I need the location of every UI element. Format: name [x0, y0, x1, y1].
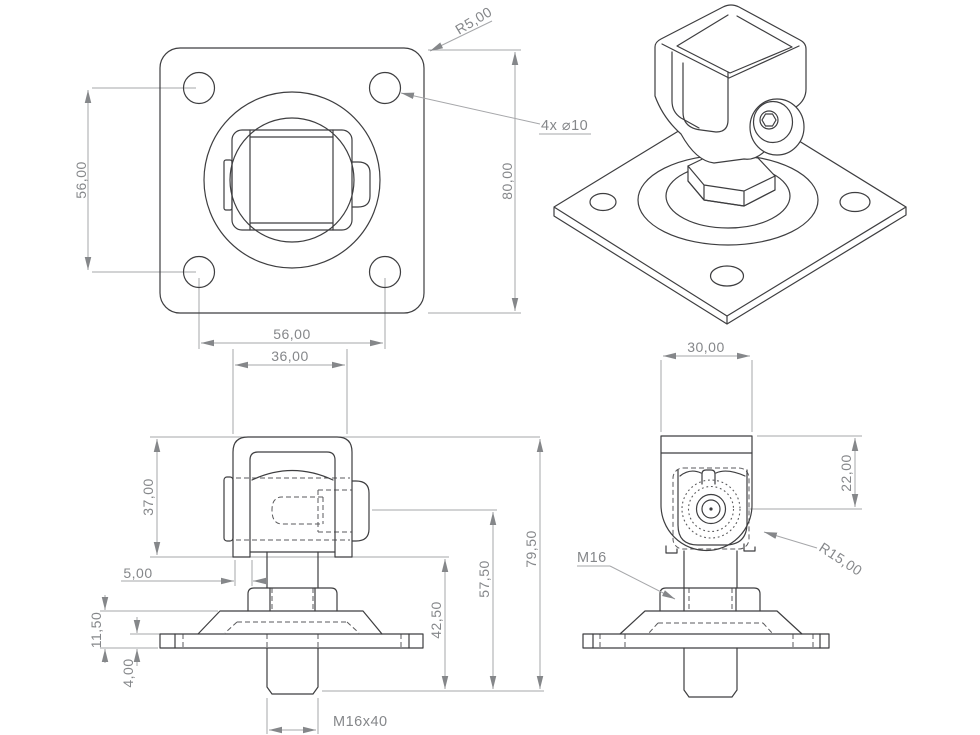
pivot-bolt-iso: [749, 98, 805, 156]
dim-bracket-height: 37,00: [140, 478, 156, 516]
dim-boss-height: 11,50: [88, 612, 104, 649]
hex-socket-hidden: [271, 496, 324, 525]
mounting-hole-iso: [839, 191, 871, 213]
mounting-hole-iso: [589, 192, 617, 212]
mounting-hole: [368, 71, 402, 105]
side-dimensions: 30,00 22,00 R15,00 M16: [577, 339, 865, 600]
side-hidden-lines: [599, 467, 814, 648]
mounting-hole: [182, 71, 216, 105]
dim-plate-to-stud-end: 42,50: [428, 601, 444, 639]
dim-shaft-thread: M16: [577, 550, 607, 566]
mounting-hole: [182, 255, 216, 289]
shaft-and-nut-side: [659, 550, 761, 612]
dim-stud-thread: M16x40: [333, 714, 388, 730]
hole-callout-leader: [400, 92, 541, 125]
bolt-flange-side: [695, 493, 727, 525]
base-plate-front: [159, 633, 424, 649]
base-plate-side: [582, 633, 830, 649]
dim-overall-height: 79,50: [523, 530, 539, 568]
boss-cone-side: [619, 610, 803, 635]
side-view: 30,00 22,00 R15,00 M16: [577, 339, 865, 698]
shaft-thread-leader: [609, 565, 676, 600]
dim-hole-callout: 4x ⌀10: [541, 118, 588, 134]
threaded-stud-side: [683, 647, 738, 698]
swivel-shaft-front: [266, 551, 319, 589]
block-top-tab-side: [701, 469, 716, 485]
dim-plate-thickness: 4,00: [120, 658, 136, 687]
dim-bracket-radius: R15,00: [816, 539, 865, 579]
bracket-radius-leader: [763, 531, 818, 549]
serrated-flange-inner: [687, 485, 735, 533]
clevis-bracket-side: [660, 435, 756, 554]
plan-dimensions: 56,00 80,00 R5,00 4x ⌀10 56,00 36,00: [73, 3, 591, 369]
bolt-head-plan: [351, 161, 371, 208]
dim-bracket-depth: 30,00: [687, 339, 725, 355]
mounting-hole-iso: [709, 265, 745, 287]
plan-view: 56,00 80,00 R5,00 4x ⌀10 56,00 36,00: [73, 3, 591, 434]
boss-top-circle: [229, 117, 355, 243]
plan-extension-lines: [92, 49, 521, 434]
base-plate-plan: [159, 47, 425, 314]
hex-socket-iso: [761, 113, 777, 127]
boss-base-circle: [203, 91, 381, 269]
corner-radius-leader: [429, 20, 493, 52]
isometric-view: [553, 4, 907, 325]
base-side: [582, 610, 830, 698]
front-dimensions: 37,00 5,00 11,50 4,00 42,50 57,50 79,50 …: [88, 439, 544, 734]
clevis-feet-side: [665, 543, 756, 554]
hex-nut-side: [659, 587, 761, 612]
pivot-pin-end-plan: [223, 159, 233, 211]
boss-cone-front: [197, 610, 383, 635]
dim-hole-pitch-horizontal: 56,00: [273, 326, 311, 342]
serrated-flange-outer: [681, 479, 741, 539]
dim-pivot-to-stud-end: 57,50: [476, 560, 492, 598]
bolt-socket-side: [701, 499, 721, 519]
side-extension-lines: [660, 360, 862, 510]
pivot-center: [709, 507, 713, 511]
bolt-head-front: [351, 480, 370, 542]
base-front: [159, 610, 424, 695]
swivel-shaft-side: [683, 550, 738, 589]
shaft-and-nut-front: [247, 551, 338, 612]
dim-corner-radius: R5,00: [452, 3, 494, 37]
clevis-bracket-plan: [223, 129, 371, 231]
swivel-block-side: [677, 469, 748, 546]
front-hidden-lines: [182, 477, 402, 648]
dim-bracket-width: 36,00: [271, 348, 309, 364]
dim-top-to-pivot: 22,00: [838, 454, 854, 492]
dim-strap-thickness: 5,00: [123, 565, 152, 581]
dim-hole-pitch-vertical: 56,00: [73, 161, 89, 199]
pivot-pin-end-front: [223, 476, 234, 542]
clevis-bracket-front: [223, 436, 370, 558]
mounting-hole: [368, 255, 402, 289]
dim-plate-height: 80,00: [499, 162, 515, 200]
hex-nut-front: [247, 587, 338, 612]
threaded-stud-front: [266, 647, 319, 695]
front-view: 37,00 5,00 11,50 4,00 42,50 57,50 79,50 …: [88, 436, 544, 734]
